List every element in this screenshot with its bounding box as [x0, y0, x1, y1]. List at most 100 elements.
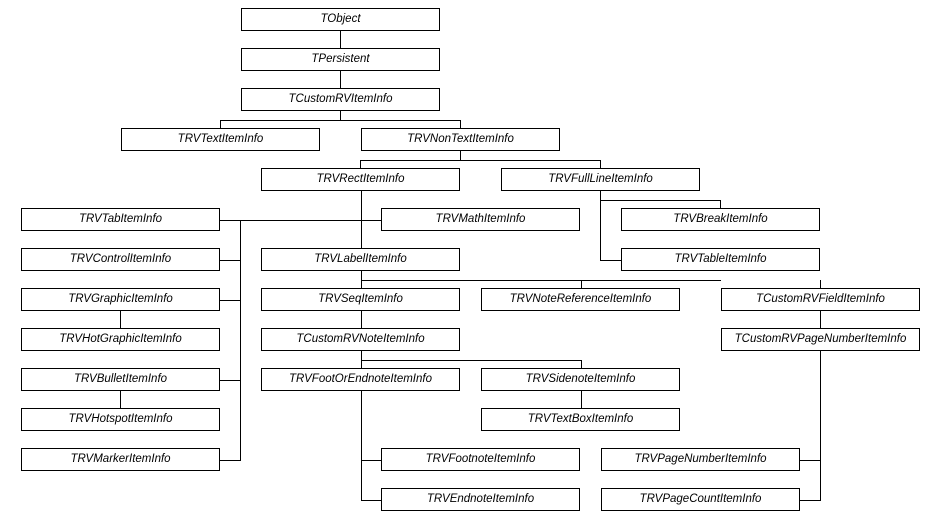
connector-line — [361, 191, 362, 441]
class-name-label: TRVNonTextItemInfo — [407, 132, 514, 145]
class-box-trvtextiteminfo[interactable]: TRVTextItemInfo — [121, 128, 320, 151]
connector-line — [820, 460, 821, 500]
connector-line — [361, 360, 362, 368]
connector-line — [361, 500, 382, 501]
connector-line — [240, 220, 361, 221]
class-name-label: TCustomRVPageNumberItemInfo — [734, 332, 907, 345]
connector-line — [220, 260, 241, 261]
connector-line — [220, 120, 461, 121]
class-box-trvbreakiteminfo[interactable]: TRVBreakItemInfo — [621, 208, 820, 231]
connector-line — [361, 460, 382, 461]
class-box-trvtableiteminfo[interactable]: TRVTableItemInfo — [621, 248, 820, 271]
connector-line — [361, 280, 721, 281]
connector-line — [600, 200, 721, 201]
class-name-label: TRVControlItemInfo — [69, 252, 172, 265]
class-box-trvmarkeriteminfo[interactable]: TRVMarkerItemInfo — [21, 448, 220, 471]
class-box-trvbulletiteminfo[interactable]: TRVBulletItemInfo — [21, 368, 220, 391]
class-box-trvhotgraphiciteminfo[interactable]: TRVHotGraphicItemInfo — [21, 328, 220, 351]
class-box-trvfootnoteiteminfo[interactable]: TRVFootnoteItemInfo — [381, 448, 580, 471]
class-box-trvmathiteminfo[interactable]: TRVMathItemInfo — [381, 208, 580, 231]
class-box-tobject[interactable]: TObject — [241, 8, 440, 31]
connector-line — [600, 200, 601, 260]
connector-line — [361, 360, 582, 361]
connector-line — [600, 160, 601, 168]
class-box-trvgraphiciteminfo[interactable]: TRVGraphicItemInfo — [21, 288, 220, 311]
connector-line — [581, 391, 582, 408]
connector-line — [220, 380, 241, 381]
class-name-label: TRVTextItemInfo — [177, 132, 264, 145]
class-name-label: TRVFootOrEndnoteItemInfo — [289, 372, 432, 385]
class-box-trvrectiteminfo[interactable]: TRVRectItemInfo — [261, 168, 460, 191]
connector-line — [120, 391, 121, 408]
connector-line — [220, 460, 241, 461]
class-name-label: TRVEndnoteItemInfo — [426, 492, 535, 505]
class-name-label: TRVMathItemInfo — [435, 212, 526, 225]
connector-line — [220, 120, 221, 128]
class-box-trvtextboxiteminfo[interactable]: TRVTextBoxItemInfo — [481, 408, 680, 431]
connector-line — [600, 260, 622, 261]
class-name-label: TRVSeqItemInfo — [318, 292, 403, 305]
connector-line — [361, 391, 362, 500]
class-name-label: TPersistent — [311, 52, 370, 65]
class-name-label: TCustomRVNoteItemInfo — [296, 332, 425, 345]
class-name-label: TRVFullLineItemInfo — [548, 172, 653, 185]
connector-line — [820, 280, 821, 288]
connector-line — [340, 31, 341, 48]
connector-line — [820, 311, 821, 328]
class-box-tpersistent[interactable]: TPersistent — [241, 48, 440, 71]
connector-line — [340, 71, 341, 88]
class-box-trvnotereferenceiteminfo[interactable]: TRVNoteReferenceItemInfo — [481, 288, 680, 311]
connector-line — [460, 120, 461, 128]
class-box-trvpagecountiteminfo[interactable]: TRVPageCountItemInfo — [601, 488, 800, 511]
connector-line — [220, 220, 241, 221]
connector-line — [581, 280, 582, 288]
class-box-trvseqiteminfo[interactable]: TRVSeqItemInfo — [261, 288, 460, 311]
class-box-trvsidenoteiteminfo[interactable]: TRVSidenoteItemInfo — [481, 368, 680, 391]
class-name-label: TRVGraphicItemInfo — [68, 292, 173, 305]
class-name-label: TCustomRVItemInfo — [288, 92, 393, 105]
class-name-label: TRVHotspotItemInfo — [68, 412, 173, 425]
class-box-trvendnoteiteminfo[interactable]: TRVEndnoteItemInfo — [381, 488, 580, 511]
class-name-label: TRVHotGraphicItemInfo — [59, 332, 182, 345]
connector-line — [361, 460, 362, 500]
connector-line — [340, 111, 341, 120]
class-box-trvfootorendnoteiteminfo[interactable]: TRVFootOrEndnoteItemInfo — [261, 368, 460, 391]
class-name-label: TRVBreakItemInfo — [673, 212, 768, 225]
class-box-tcustomrvitteminfo[interactable]: TCustomRVItemInfo — [241, 88, 440, 111]
class-box-trvtabiteminfo[interactable]: TRVTabItemInfo — [21, 208, 220, 231]
class-box-trvhotspotiteminfo[interactable]: TRVHotspotItemInfo — [21, 408, 220, 431]
class-box-tcustomrvpagenumberiteminfo[interactable]: TCustomRVPageNumberItemInfo — [721, 328, 920, 351]
class-name-label: TRVTextBoxItemInfo — [527, 412, 634, 425]
connector-line — [361, 280, 362, 288]
class-name-label: TRVTableItemInfo — [674, 252, 767, 265]
class-box-trvpagenumberiteminfo[interactable]: TRVPageNumberItemInfo — [601, 448, 800, 471]
class-name-label: TRVPageNumberItemInfo — [634, 452, 767, 465]
connector-line — [120, 311, 121, 328]
class-name-label: TRVNoteReferenceItemInfo — [509, 292, 652, 305]
class-box-trvlabeliteminfo[interactable]: TRVLabelItemInfo — [261, 248, 460, 271]
connector-line — [800, 500, 821, 501]
connector-line — [820, 351, 821, 460]
class-name-label: TObject — [320, 12, 361, 25]
class-name-label: TRVSidenoteItemInfo — [525, 372, 636, 385]
class-name-label: TRVPageCountItemInfo — [639, 492, 762, 505]
connector-line — [361, 271, 362, 280]
connector-line — [361, 220, 382, 221]
connector-line — [361, 351, 362, 360]
class-box-trvnontextiteminfo[interactable]: TRVNonTextItemInfo — [361, 128, 560, 151]
class-name-label: TRVTabItemInfo — [78, 212, 163, 225]
class-name-label: TRVBulletItemInfo — [73, 372, 168, 385]
class-box-trvcontroliteminfo[interactable]: TRVControlItemInfo — [21, 248, 220, 271]
class-name-label: TRVLabelItemInfo — [314, 252, 407, 265]
connector-line — [581, 360, 582, 368]
class-name-label: TRVRectItemInfo — [316, 172, 405, 185]
class-box-trvfulllineiteminfo[interactable]: TRVFullLineItemInfo — [501, 168, 700, 191]
class-name-label: TRVMarkerItemInfo — [70, 452, 171, 465]
class-name-label: TCustomRVFieldItemInfo — [756, 292, 885, 305]
connector-line — [600, 191, 601, 200]
connector-line — [360, 160, 601, 161]
class-box-tcustomrvfielditeminfo[interactable]: TCustomRVFieldItemInfo — [721, 288, 920, 311]
connector-line — [460, 151, 461, 160]
class-box-tcustomrvnoteiteminfo[interactable]: TCustomRVNoteItemInfo — [261, 328, 460, 351]
